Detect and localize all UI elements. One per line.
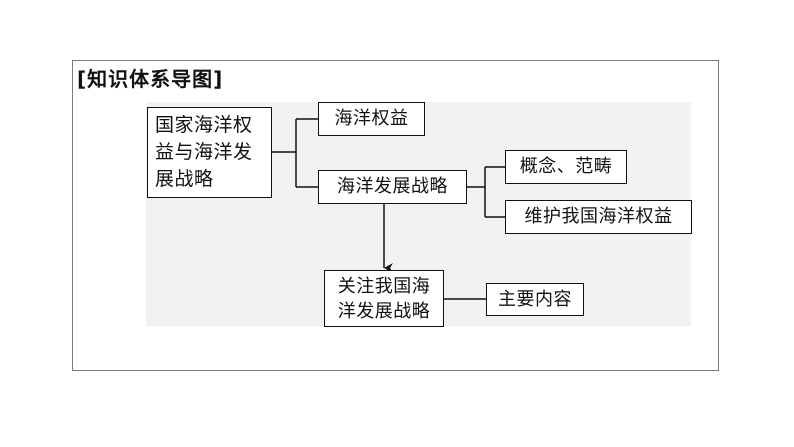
node-focus-ocean-strategy: 关注我国海 洋发展战略 — [324, 270, 444, 327]
node-ocean-development-strategy: 海洋发展战略 — [318, 170, 467, 204]
node-protect-ocean-rights: 维护我国海洋权益 — [505, 200, 692, 234]
node-ocean-rights: 海洋权益 — [318, 102, 425, 136]
node-national-ocean-rights-strategy: 国家海洋权 益与海洋发 展战略 — [147, 107, 272, 198]
diagram-heading: [知识体系导图] — [77, 67, 224, 91]
node-main-content: 主要内容 — [486, 283, 584, 316]
node-concept-scope: 概念、范畴 — [505, 150, 627, 184]
